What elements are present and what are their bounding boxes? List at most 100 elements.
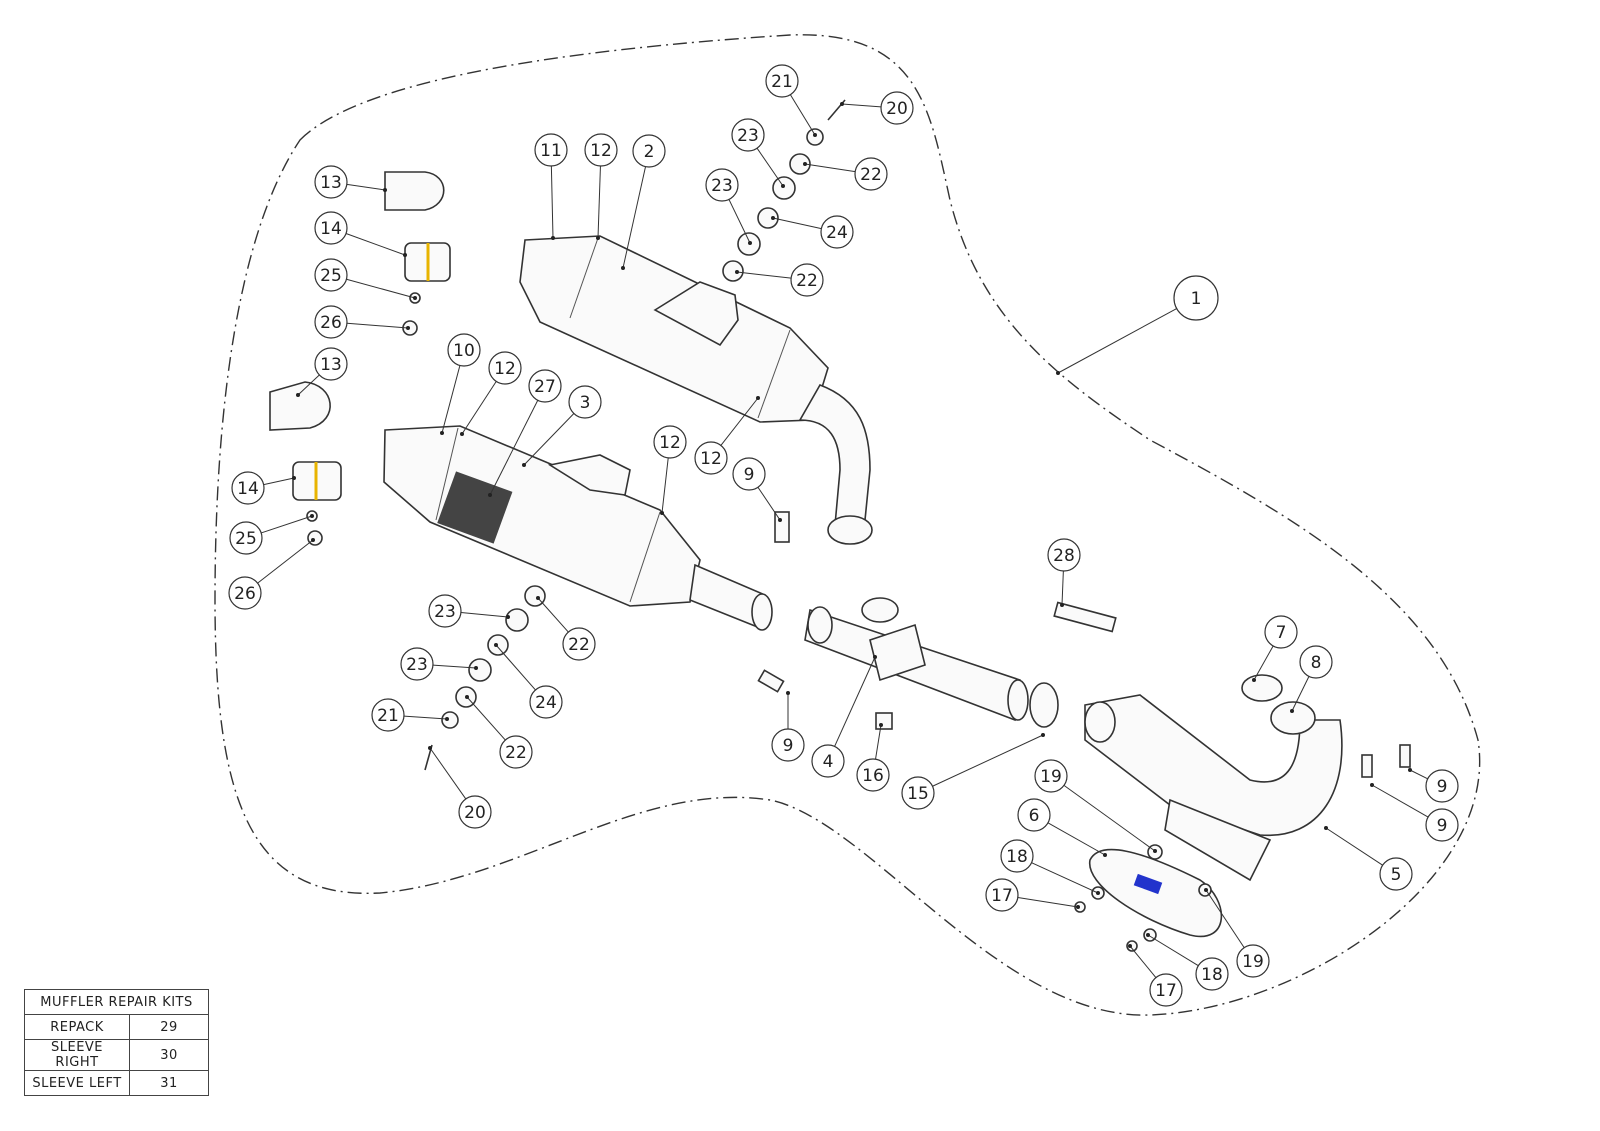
muffler-left (383, 425, 773, 631)
callout-23: 23 (400, 647, 478, 681)
leader-dot (428, 746, 432, 750)
leader-dot (1146, 933, 1150, 937)
leader-line (1291, 676, 1310, 712)
leader-dot (1252, 678, 1256, 682)
callout-circle (314, 165, 348, 199)
leader-dot (840, 102, 844, 106)
callout-number: 24 (826, 223, 848, 243)
leader-line (263, 477, 295, 486)
callout-circle (771, 728, 805, 762)
leader-line (1147, 934, 1199, 967)
callout-number: 20 (886, 99, 908, 119)
callout-number: 23 (737, 126, 759, 146)
leader-dot (445, 717, 449, 721)
leader-dot (1103, 853, 1107, 857)
leader-dot (292, 476, 296, 480)
callout-circle (534, 133, 568, 167)
callout-circle (856, 758, 890, 792)
leader-dot (1041, 733, 1045, 737)
callout-circle (765, 64, 799, 98)
callout-21: 21 (765, 64, 817, 137)
callout-number: 15 (907, 784, 929, 804)
callout-17: 17 (985, 878, 1080, 912)
leader-line (489, 400, 539, 496)
leader-line (932, 734, 1044, 787)
callout-circle (820, 215, 854, 249)
leader-dot (771, 216, 775, 220)
kits-table-title: MUFFLER REPAIR KITS (24, 989, 209, 1015)
leader-line (841, 103, 882, 108)
leader-dot (522, 463, 526, 467)
callout-number: 22 (505, 743, 527, 763)
leader-dot (460, 432, 464, 436)
callout-14: 14 (314, 211, 407, 257)
callout-number: 19 (1040, 767, 1062, 787)
callout-24: 24 (494, 643, 563, 719)
link-pipe (804, 597, 1029, 722)
leader-dot (735, 270, 739, 274)
kit-name: SLEEVE RIGHT (24, 1039, 130, 1071)
kit-number: 29 (129, 1014, 209, 1040)
leader-dot (786, 691, 790, 695)
callout-circle (1425, 808, 1459, 842)
callout-13: 13 (314, 165, 387, 199)
callout-number: 3 (580, 393, 591, 413)
leader-dot (778, 518, 782, 522)
header-pipe (1029, 674, 1343, 882)
leader-line (1371, 784, 1429, 818)
callout-number: 28 (1053, 546, 1075, 566)
callout-circle (228, 576, 262, 610)
callout-number: 24 (535, 693, 557, 713)
leader-line (466, 696, 506, 741)
callout-4: 4 (811, 655, 877, 778)
callout-circle (1047, 538, 1081, 572)
callout-circle (400, 647, 434, 681)
leader-line (345, 233, 406, 256)
callout-number: 13 (320, 173, 342, 193)
callout-circle (790, 263, 824, 297)
leader-dot (1056, 371, 1060, 375)
leader-line (834, 656, 876, 747)
callout-number: 18 (1201, 965, 1223, 985)
callout-circle (229, 521, 263, 555)
callout-number: 7 (1276, 623, 1287, 643)
leader-dot (660, 511, 664, 515)
leader-line (460, 612, 509, 618)
callout-circle (529, 685, 563, 719)
callout-number: 23 (406, 655, 428, 675)
leader-line (495, 644, 536, 691)
callout-number: 17 (1155, 981, 1177, 1001)
leader-line (757, 486, 781, 521)
leader-line (523, 413, 575, 466)
leader-dot (1060, 603, 1064, 607)
callout-circle (499, 735, 533, 769)
callout-24: 24 (771, 215, 854, 249)
callout-19: 19 (1204, 888, 1270, 978)
leader-line (661, 457, 669, 514)
callout-circle (901, 776, 935, 810)
leader-dot (310, 514, 314, 518)
callout-circle (428, 594, 462, 628)
callout-circle (568, 385, 602, 419)
callout-circle (314, 211, 348, 245)
callout-9: 9 (732, 457, 782, 522)
leader-dot (748, 241, 752, 245)
leader-line (297, 374, 320, 396)
kit-number: 31 (129, 1070, 209, 1096)
callout-circle (653, 425, 687, 459)
leader-line (403, 715, 448, 720)
callout-9: 9 (1408, 768, 1459, 803)
callout-number: 14 (320, 219, 342, 239)
callout-18: 18 (1146, 933, 1229, 991)
callout-circle (1379, 857, 1413, 891)
leader-dot (551, 236, 555, 240)
callout-circle (562, 627, 596, 661)
leader-line (1205, 889, 1245, 948)
callout-20: 20 (428, 746, 492, 829)
leader-line (1017, 897, 1079, 908)
callout-25: 25 (314, 258, 417, 300)
